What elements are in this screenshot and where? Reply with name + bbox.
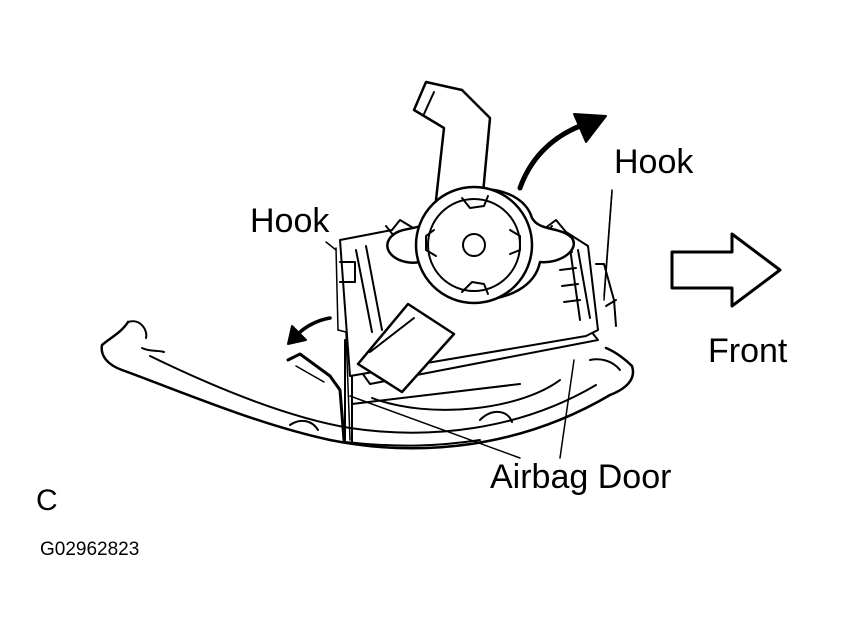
- front-label: Front: [708, 332, 788, 370]
- steering-column-shaft: [412, 80, 492, 206]
- airbag-door-label: Airbag Door: [490, 458, 672, 496]
- connector: [356, 302, 456, 394]
- hook-left: [286, 247, 351, 442]
- hook-left-label: Hook: [250, 202, 330, 240]
- hook-right-label: Hook: [614, 143, 694, 181]
- leader-lines: [325, 189, 613, 459]
- view-letter-label: C: [36, 484, 58, 517]
- front-direction-arrow: [670, 232, 782, 308]
- rotate-arrow-upper: [517, 113, 607, 191]
- airbag-inflator: [386, 185, 575, 305]
- rotate-arrow-lower: [287, 316, 332, 345]
- hook-right: [595, 191, 617, 327]
- figure-code-label: G02962823: [40, 539, 140, 560]
